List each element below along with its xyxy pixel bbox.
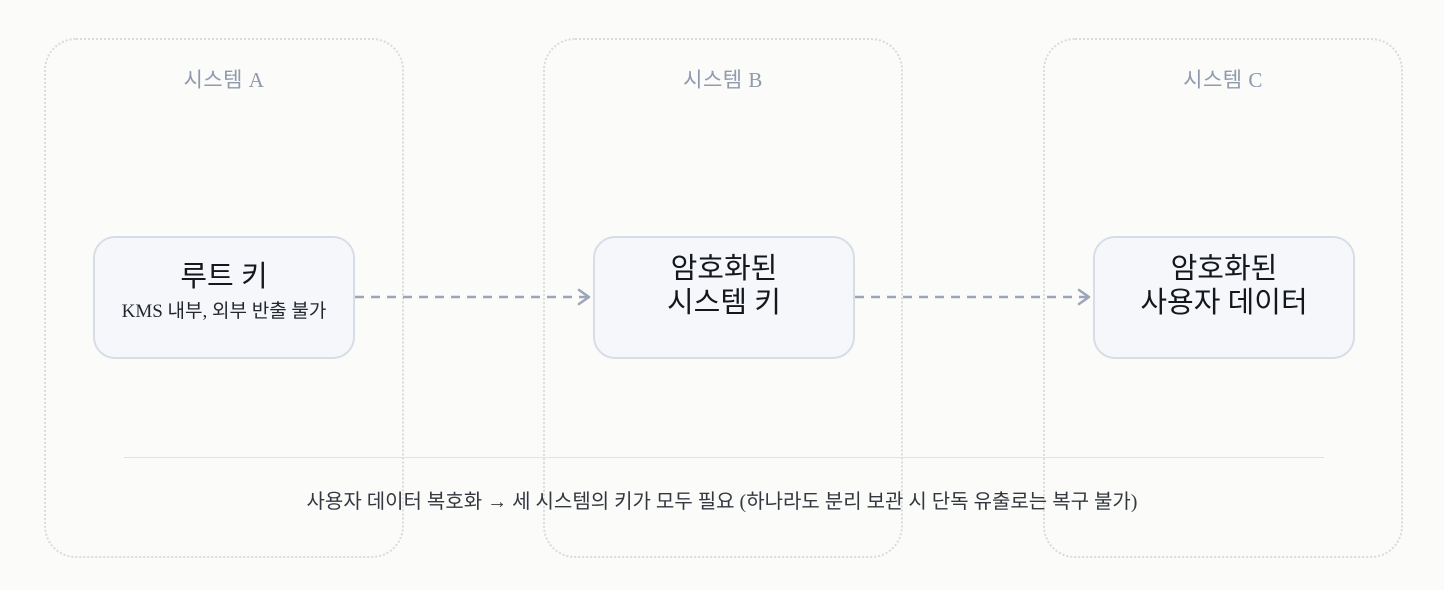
root-key-node: 루트 키 KMS 내부, 외부 반출 불가 <box>93 236 355 359</box>
encrypted-system-key-title-line2: 시스템 키 <box>667 287 781 319</box>
system-a-label: 시스템 A <box>183 68 265 92</box>
encrypted-user-data-title-line2: 사용자 데이터 <box>1140 287 1308 319</box>
footer-note: 사용자 데이터 복호화 → 세 시스템의 키가 모두 필요 (하나라도 분리 보… <box>306 491 1138 513</box>
system-c-label: 시스템 C <box>1183 68 1263 92</box>
root-key-title: 루트 키 <box>180 261 268 293</box>
encrypted-system-key-title-line1: 암호화된 <box>670 253 778 285</box>
encrypted-user-data-node: 암호화된 사용자 데이터 <box>1093 236 1355 359</box>
system-b-label: 시스템 B <box>683 68 763 92</box>
encrypted-system-key-node: 암호화된 시스템 키 <box>593 236 855 359</box>
encrypted-user-data-title-line1: 암호화된 <box>1170 253 1278 285</box>
footer-divider <box>124 457 1324 458</box>
root-key-subtitle: KMS 내부, 외부 반출 불가 <box>121 301 327 322</box>
